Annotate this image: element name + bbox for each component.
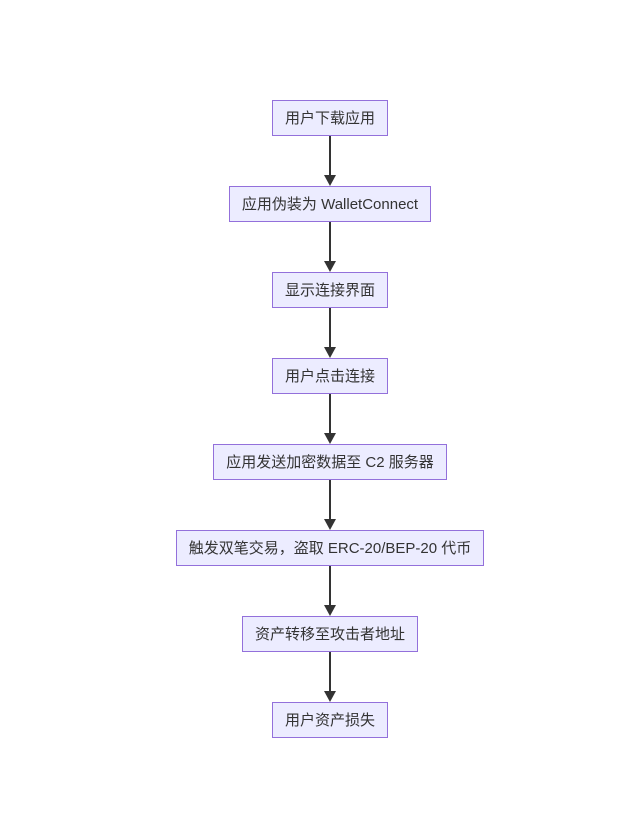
flow-node-user-asset-loss: 用户资产损失 (271, 702, 388, 738)
arrow-down-icon (324, 691, 336, 702)
node-label: 用户点击连接 (284, 367, 375, 385)
arrow-line (329, 308, 331, 347)
flow-arrow (323, 394, 337, 444)
flow-node-assets-to-attacker-address: 资产转移至攻击者地址 (241, 616, 418, 652)
flow-arrow (323, 222, 337, 272)
arrow-down-icon (324, 433, 336, 444)
flow-arrow (323, 308, 337, 358)
arrow-line (329, 136, 331, 175)
flow-node-trigger-double-tx-steal-tokens: 触发双笔交易，盗取 ERC-20/BEP-20 代币 (175, 530, 485, 566)
arrow-line (329, 566, 331, 605)
node-label: 显示连接界面 (284, 281, 375, 299)
node-label: 触发双笔交易，盗取 ERC-20/BEP-20 代币 (188, 539, 472, 557)
arrow-line (329, 480, 331, 519)
node-label: 应用发送加密数据至 C2 服务器 (226, 453, 434, 471)
flow-arrow (323, 480, 337, 530)
arrow-line (329, 652, 331, 691)
node-label: 用户资产损失 (284, 711, 375, 729)
node-label: 用户下载应用 (284, 109, 375, 127)
flow-arrow (323, 136, 337, 186)
arrow-down-icon (324, 175, 336, 186)
node-label: 应用伪装为 WalletConnect (241, 195, 419, 213)
arrow-line (329, 222, 331, 261)
arrow-line (329, 394, 331, 433)
node-label: 资产转移至攻击者地址 (254, 625, 405, 643)
flow-node-app-disguised-walletconnect: 应用伪装为 WalletConnect (228, 186, 432, 222)
flow-node-show-connect-ui: 显示连接界面 (271, 272, 388, 308)
flow-arrow (323, 566, 337, 616)
flow-node-user-downloads-app: 用户下载应用 (271, 100, 388, 136)
flow-node-send-encrypted-data-c2: 应用发送加密数据至 C2 服务器 (213, 444, 447, 480)
flow-arrow (323, 652, 337, 702)
arrow-down-icon (324, 347, 336, 358)
arrow-down-icon (324, 261, 336, 272)
arrow-down-icon (324, 605, 336, 616)
arrow-down-icon (324, 519, 336, 530)
flowchart: 用户下载应用 应用伪装为 WalletConnect 显示连接界面 用户点击连接 (20, 100, 640, 738)
flow-node-user-clicks-connect: 用户点击连接 (271, 358, 388, 394)
